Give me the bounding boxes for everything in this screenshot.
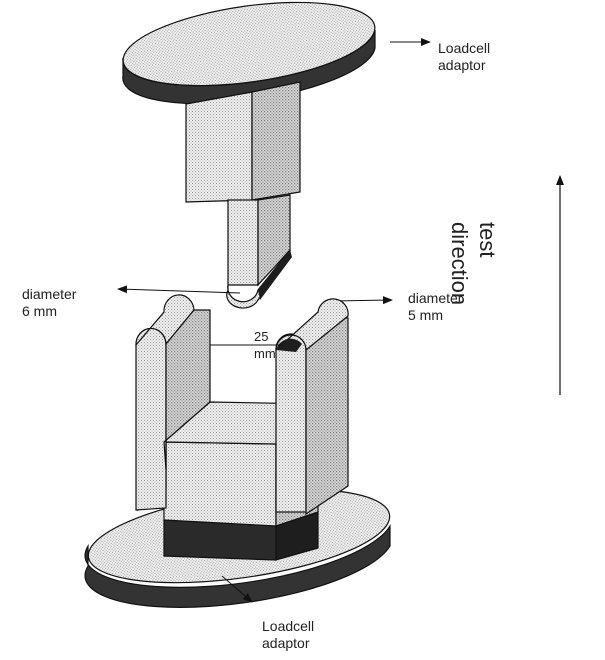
top-loadcell-adaptor-disc [122, 1, 376, 105]
bottom-adaptor-arrow [221, 575, 253, 603]
test-direction-label: test direction [447, 222, 508, 332]
left-diameter-label: diameter 6 mm [22, 286, 77, 319]
left-support [135, 294, 211, 512]
diameter-5mm-arrow [333, 296, 393, 305]
top-adaptor-label: Loadcell adaptor [438, 40, 491, 73]
diameter-6mm-arrow [117, 285, 241, 294]
test-direction-word-direction: direction [447, 222, 472, 306]
right-support [275, 298, 349, 516]
test-direction-word-test: test [475, 222, 500, 258]
bottom-adaptor-label: Loadcell adaptor [262, 618, 315, 651]
gap-label: 25 mm [254, 329, 276, 361]
upper-indenter-pin [226, 194, 292, 309]
right-diameter-label: diameter 5 mm [408, 290, 463, 323]
